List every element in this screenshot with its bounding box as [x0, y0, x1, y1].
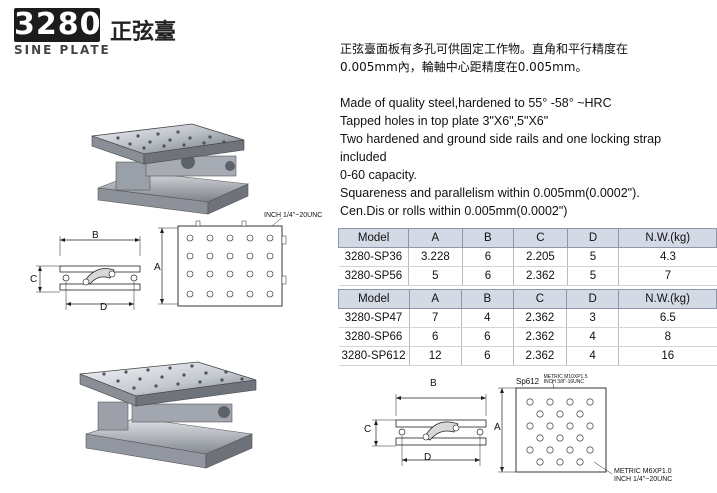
- spec-table-2: Model A B C D N.W.(kg) 3280-SP47 7 4 2.3…: [338, 289, 717, 366]
- column-header: B: [460, 289, 514, 309]
- dimension-label-b-2: B: [430, 378, 437, 389]
- table-row: 3280-SP66 6 6 2.362 4 8: [338, 327, 717, 347]
- model-code-badge: 3280: [14, 7, 102, 42]
- table-cell: 4: [460, 308, 514, 328]
- table-cell: 6: [460, 346, 514, 366]
- column-header: C: [512, 289, 568, 309]
- description-en-line: Made of quality steel,hardened to 55° -5…: [340, 96, 612, 110]
- table-header-row: Model A B C D N.W.(kg): [338, 289, 717, 309]
- table-cell: 7: [408, 308, 462, 328]
- thread-note: INCH 1/4"~20UNC: [264, 212, 323, 219]
- column-header: D: [566, 228, 620, 248]
- dimension-label-b: B: [92, 230, 99, 241]
- column-header: C: [513, 228, 568, 248]
- column-header: N.W.(kg): [618, 289, 717, 309]
- table-cell: 16: [618, 346, 717, 366]
- description-en-line: Cen.Dis or rolls within 0.005mm(0.0002"): [340, 204, 568, 218]
- table-cell: 4: [566, 346, 619, 366]
- table-cell: 5: [408, 266, 462, 286]
- table-cell: 2.362: [512, 308, 567, 328]
- description-en-line: 0-60 capacity.: [340, 168, 417, 182]
- description-zh-line-1: 正弦臺面板有多孔可供固定工作物。直角和平行精度在: [340, 42, 629, 56]
- column-header: N.W.(kg): [618, 228, 717, 248]
- bottom-note-metric: METRIC M6XP1.0: [614, 468, 672, 475]
- table-cell: 3280-SP36: [338, 247, 409, 267]
- top-note-spec: METRIC M10XP1.5 INCH 3/8"-16UNC: [543, 373, 588, 385]
- table-cell: 2.362: [513, 266, 568, 286]
- table-header-row: Model A B C D N.W.(kg): [337, 228, 717, 248]
- table-cell: 5: [566, 266, 619, 286]
- side-view-diagram-2: [372, 394, 487, 466]
- spec-table-1: Model A B C D N.W.(kg) 3280-SP36 3.228 6…: [337, 228, 717, 286]
- table-row: 3280-SP36 3.228 6 2.205 5 4.3: [338, 247, 717, 267]
- column-header: Model: [337, 228, 410, 248]
- table-cell: 7: [618, 266, 717, 286]
- description-en-line: Squareness and parallelism within 0.005m…: [340, 186, 640, 200]
- table-cell: 2.362: [512, 327, 567, 347]
- top-view-diagram-2: [498, 379, 613, 475]
- sine-plate-photo-large: [79, 361, 257, 469]
- side-view-diagram-1: [36, 236, 141, 310]
- top-thread-note: Sp612 METRIC M10XP1.5 INCH 3/8"-16UNC: [516, 371, 588, 389]
- column-header: A: [408, 228, 463, 248]
- table-cell: 3: [566, 308, 619, 328]
- top-note-inch: INCH 3/8"-16UNC: [543, 378, 584, 385]
- product-description: 正弦臺面板有多孔可供固定工作物。直角和平行精度在 0.005mm內，輪軸中心距精…: [340, 40, 710, 220]
- dimension-label-d: D: [100, 302, 108, 313]
- sine-plate-photo-small: [91, 123, 250, 215]
- dimension-label-a-2: A: [494, 422, 501, 433]
- column-header: Model: [338, 289, 410, 309]
- table-cell: 2.362: [512, 346, 567, 366]
- table-cell: 3280-SP47: [338, 308, 410, 328]
- table-cell: 3280-SP66: [338, 327, 410, 347]
- table-row: 3280-SP56 5 6 2.362 5 7: [338, 266, 717, 286]
- table-cell: 4: [566, 327, 619, 347]
- table-cell: 12: [408, 346, 462, 366]
- bottom-note-inch: INCH 1/4"~20UNC: [614, 476, 673, 483]
- table-cell: 6.5: [618, 308, 717, 328]
- dimension-label-c: C: [30, 274, 38, 285]
- description-en-line: included: [340, 150, 387, 164]
- page-subtitle: SINE PLATE: [14, 43, 111, 57]
- column-header: A: [408, 289, 462, 309]
- table-cell: 3280-SP612: [338, 346, 410, 366]
- table-cell: 2.205: [513, 247, 568, 267]
- table-row: 3280-SP612 12 6 2.362 4 16: [338, 346, 717, 366]
- column-header: D: [566, 289, 620, 309]
- dimension-label-a: A: [154, 262, 161, 273]
- top-note-model: Sp612: [516, 377, 540, 386]
- column-header: B: [461, 228, 515, 248]
- description-zh-line-2: 0.005mm內，輪軸中心距精度在0.005mm。: [340, 60, 588, 74]
- description-en-line: Tapped holes in top plate 3"X6",5"X6": [340, 114, 549, 128]
- table-cell: 5: [566, 247, 619, 267]
- table-cell: 4.3: [618, 247, 717, 267]
- dimension-label-d-2: D: [424, 452, 432, 463]
- table-cell: 8: [618, 327, 717, 347]
- table-cell: 6: [460, 327, 514, 347]
- table-row: 3280-SP47 7 4 2.362 3 6.5: [338, 308, 717, 328]
- table-cell: 6: [408, 327, 462, 347]
- table-cell: 3.228: [408, 247, 462, 267]
- table-cell: 6: [461, 266, 514, 286]
- description-en-line: Two hardened and ground side rails and o…: [340, 132, 662, 146]
- bottom-thread-note: METRIC M6XP1.0 INCH 1/4"~20UNC: [614, 468, 672, 484]
- table-cell: 6: [461, 247, 514, 267]
- page-title-zh: 正弦臺: [110, 20, 177, 45]
- top-view-diagram-1: [158, 218, 287, 307]
- dimension-label-c-2: C: [364, 424, 372, 435]
- top-note-metric: METRIC M10XP1.5: [543, 373, 588, 380]
- table-cell: 3280-SP56: [338, 266, 409, 286]
